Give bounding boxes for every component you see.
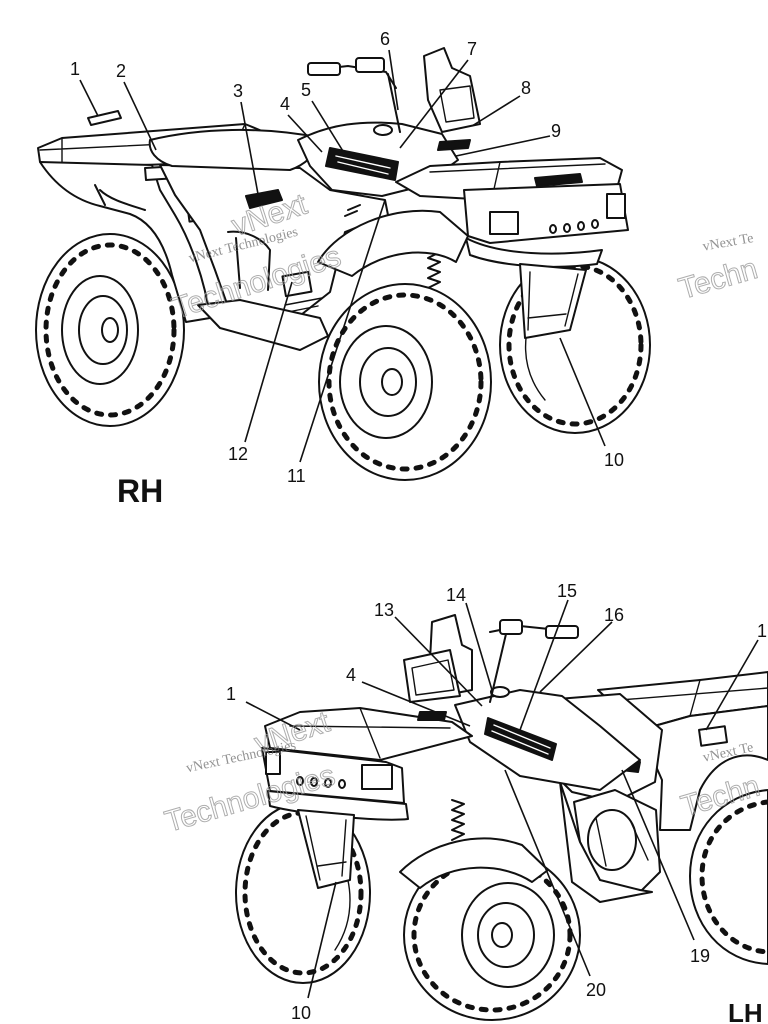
leader-15 — [519, 599, 569, 731]
front-spring-left-view — [451, 799, 465, 841]
front-bumper-left-view — [261, 747, 409, 821]
atv-left-view — [235, 614, 768, 1021]
callout-11: 11 — [287, 466, 306, 486]
leader-3 — [240, 101, 259, 195]
side-panel — [159, 164, 389, 323]
leader-6 — [388, 49, 399, 111]
front-fender-left-view — [399, 837, 549, 889]
callout-12: 12 — [228, 444, 248, 464]
callout-13: 13 — [374, 600, 394, 620]
watermark-top-right: vNext Te Techn — [675, 231, 762, 306]
front-fender-decal — [437, 139, 471, 151]
leader-7 — [399, 59, 469, 149]
headlight-pod-lens — [439, 85, 475, 123]
front-rack-handle — [534, 173, 583, 187]
callout-6: 6 — [380, 29, 390, 49]
front-bumper — [463, 183, 629, 268]
handlebars — [307, 57, 401, 133]
callout-3: 3 — [233, 81, 243, 101]
view-label-rh: RH — [117, 473, 163, 509]
leader-2 — [123, 81, 157, 151]
leader-lines-right-view — [79, 49, 606, 463]
windshield-left-view — [403, 649, 461, 703]
callouts-left-view: 13 14 15 16 1 1 4 10 19 20 — [226, 581, 767, 1023]
rear-fender — [39, 161, 211, 323]
leader-14 — [465, 602, 493, 691]
callout-5: 5 — [301, 80, 311, 100]
callout-1: 1 — [70, 59, 80, 79]
callout-4-left: 4 — [346, 665, 356, 685]
headlight-pod-lens-left-view — [411, 659, 455, 696]
watermark-edge-large: Techn — [675, 252, 761, 306]
leader-10 — [559, 337, 606, 447]
front-rack-rails-left-view — [289, 707, 451, 759]
callout-16: 16 — [604, 605, 624, 625]
callout-10-left: 10 — [291, 1003, 311, 1023]
front-mud-guard-left-view — [297, 809, 355, 889]
front-mud-guard — [519, 263, 587, 339]
tank-decal-lines — [335, 155, 391, 175]
rear-wheel — [35, 233, 185, 427]
leader-5 — [311, 100, 347, 157]
leader-9 — [455, 135, 551, 157]
headlight-left-view — [361, 764, 393, 790]
leader-4 — [287, 114, 323, 153]
callout-14: 14 — [446, 585, 466, 605]
view-label-lh: LH — [728, 998, 763, 1024]
atv-right-view — [35, 47, 651, 481]
headlight-far-left-view — [265, 751, 281, 775]
leader-13 — [394, 616, 483, 707]
engine — [573, 789, 661, 893]
side-decal-model — [245, 189, 283, 209]
callout-19: 19 — [690, 946, 710, 966]
callout-9: 9 — [551, 121, 561, 141]
side-panel-vent — [227, 230, 271, 291]
rear-rack-item — [87, 110, 122, 126]
handlebars-left-view — [489, 619, 579, 703]
rear-fender-decal-left-view — [698, 725, 728, 747]
leader-1 — [79, 79, 99, 117]
leader-4-left — [361, 681, 471, 727]
headlight-pod — [423, 47, 481, 133]
leader-16 — [539, 621, 613, 693]
leader-10-left — [307, 881, 337, 999]
leader-8 — [471, 95, 521, 127]
leader-1-right — [705, 639, 759, 731]
near-front-wheel — [318, 283, 492, 481]
leader-11 — [299, 199, 386, 463]
callout-7: 7 — [467, 39, 477, 59]
callout-2: 2 — [116, 61, 126, 81]
callout-4: 4 — [280, 94, 290, 114]
callout-10: 10 — [604, 450, 624, 470]
footwell-left-view — [559, 781, 653, 903]
callout-20: 20 — [586, 980, 606, 1000]
callout-15: 15 — [557, 581, 577, 601]
watermark-edge-small: vNext Te — [702, 231, 755, 255]
callouts-right-view: 1 2 3 4 5 6 7 8 9 10 11 12 — [70, 29, 624, 486]
fuel-cap-left-view — [490, 686, 510, 698]
leader-12 — [244, 281, 293, 443]
leader-19 — [621, 769, 695, 941]
callout-8: 8 — [521, 78, 531, 98]
headlight-right — [606, 193, 626, 219]
rear-fender-edge — [94, 184, 146, 211]
callout-1-edge: 1 — [757, 621, 767, 641]
callout-1-left: 1 — [226, 684, 236, 704]
tank-decal-lines-left-view — [491, 724, 551, 755]
rear-wheel-left-view — [689, 789, 768, 965]
leader-1-left — [245, 701, 301, 731]
fuel-cap — [373, 124, 393, 136]
front-fender — [317, 209, 469, 277]
seat — [148, 128, 323, 171]
leader-lines-left-view — [245, 599, 759, 999]
leader-20 — [504, 769, 591, 977]
front-fender-vent — [344, 204, 361, 217]
front-rack-decal-left-view — [417, 711, 447, 721]
rear-rack-rails-left-view — [619, 679, 768, 717]
headlight-left — [489, 211, 519, 235]
